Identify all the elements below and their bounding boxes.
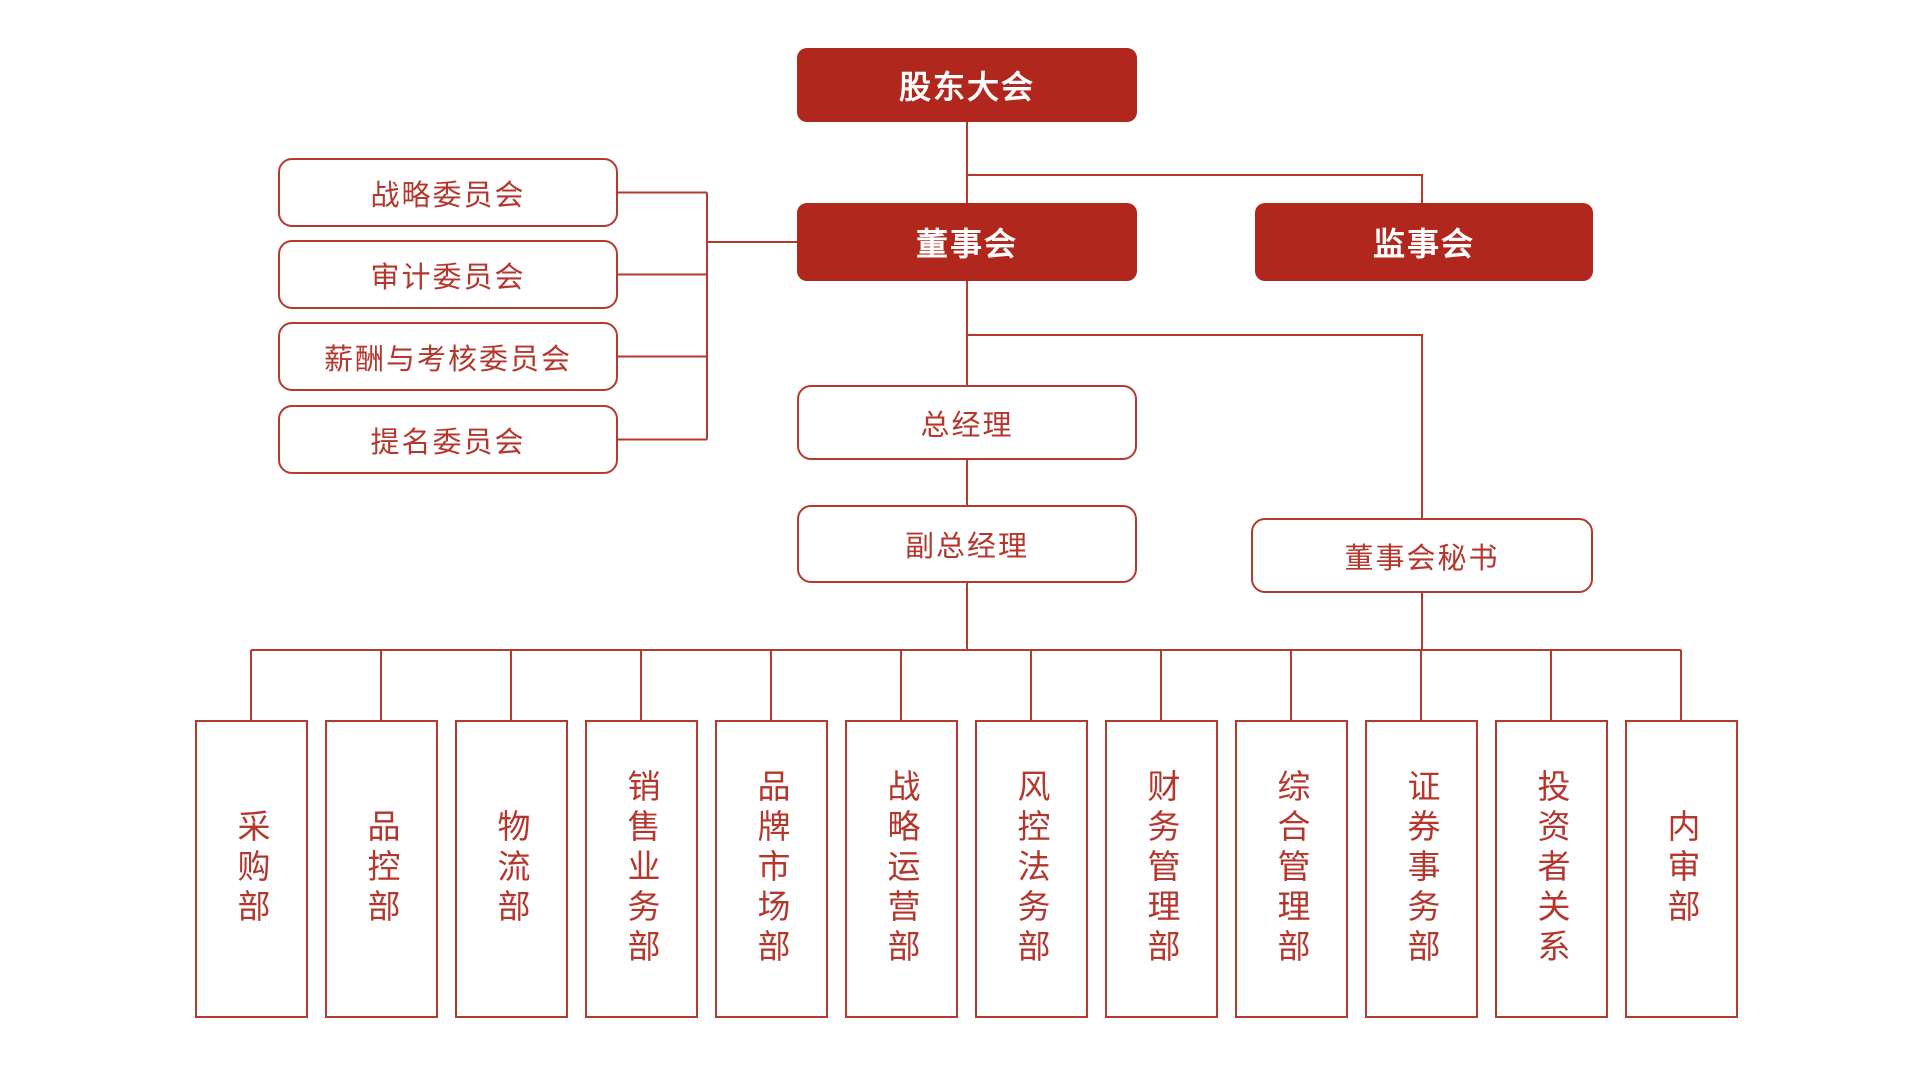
node-dept-internal-audit: 内审部: [1625, 720, 1738, 1018]
node-label: 物流部: [493, 809, 530, 929]
node-dept-quality-control: 品控部: [325, 720, 438, 1018]
node-nomination-committee: 提名委员会: [278, 405, 618, 474]
node-shareholders-meeting: 股东大会: [797, 48, 1137, 122]
node-label: 董事会: [915, 226, 1018, 262]
node-label: 投资者关系: [1533, 769, 1570, 969]
node-board-secretary: 董事会秘书: [1251, 518, 1593, 593]
node-dept-procurement: 采购部: [195, 720, 308, 1018]
node-label: 品牌市场部: [753, 769, 790, 969]
node-label: 销售业务部: [623, 769, 660, 969]
node-label: 审计委员会: [370, 261, 526, 294]
node-label: 总经理: [920, 409, 1014, 442]
node-label: 内审部: [1663, 809, 1700, 929]
node-label: 薪酬与考核委员会: [323, 343, 572, 376]
node-label: 战略委员会: [370, 179, 526, 212]
node-label: 采购部: [233, 809, 270, 929]
node-dept-general-administration: 综合管理部: [1235, 720, 1348, 1018]
node-dept-risk-legal: 风控法务部: [975, 720, 1088, 1018]
node-label: 品控部: [363, 809, 400, 929]
node-dept-strategic-operations: 战略运营部: [845, 720, 958, 1018]
node-dept-financial-management: 财务管理部: [1105, 720, 1218, 1018]
node-label: 董事会秘书: [1344, 542, 1500, 575]
node-general-manager: 总经理: [797, 385, 1137, 460]
node-label: 综合管理部: [1273, 769, 1310, 969]
node-label: 提名委员会: [370, 426, 526, 459]
node-dept-logistics: 物流部: [455, 720, 568, 1018]
node-remuneration-appraisal-committee: 薪酬与考核委员会: [278, 322, 618, 391]
node-label: 证券事务部: [1403, 769, 1440, 969]
node-deputy-general-manager: 副总经理: [797, 505, 1137, 583]
node-dept-investor-relations: 投资者关系: [1495, 720, 1608, 1018]
node-dept-brand-marketing: 品牌市场部: [715, 720, 828, 1018]
node-strategy-committee: 战略委员会: [278, 158, 618, 227]
node-audit-committee: 审计委员会: [278, 240, 618, 309]
node-supervisory-board: 监事会: [1255, 203, 1593, 281]
node-dept-sales-business: 销售业务部: [585, 720, 698, 1018]
node-label: 财务管理部: [1143, 769, 1180, 969]
node-label: 战略运营部: [883, 769, 920, 969]
node-dept-securities-affairs: 证券事务部: [1365, 720, 1478, 1018]
node-label: 股东大会: [898, 69, 1035, 105]
node-label: 副总经理: [904, 531, 1029, 563]
node-label: 监事会: [1372, 226, 1475, 262]
node-board-of-directors: 董事会: [797, 203, 1137, 281]
node-label: 风控法务部: [1013, 769, 1050, 969]
